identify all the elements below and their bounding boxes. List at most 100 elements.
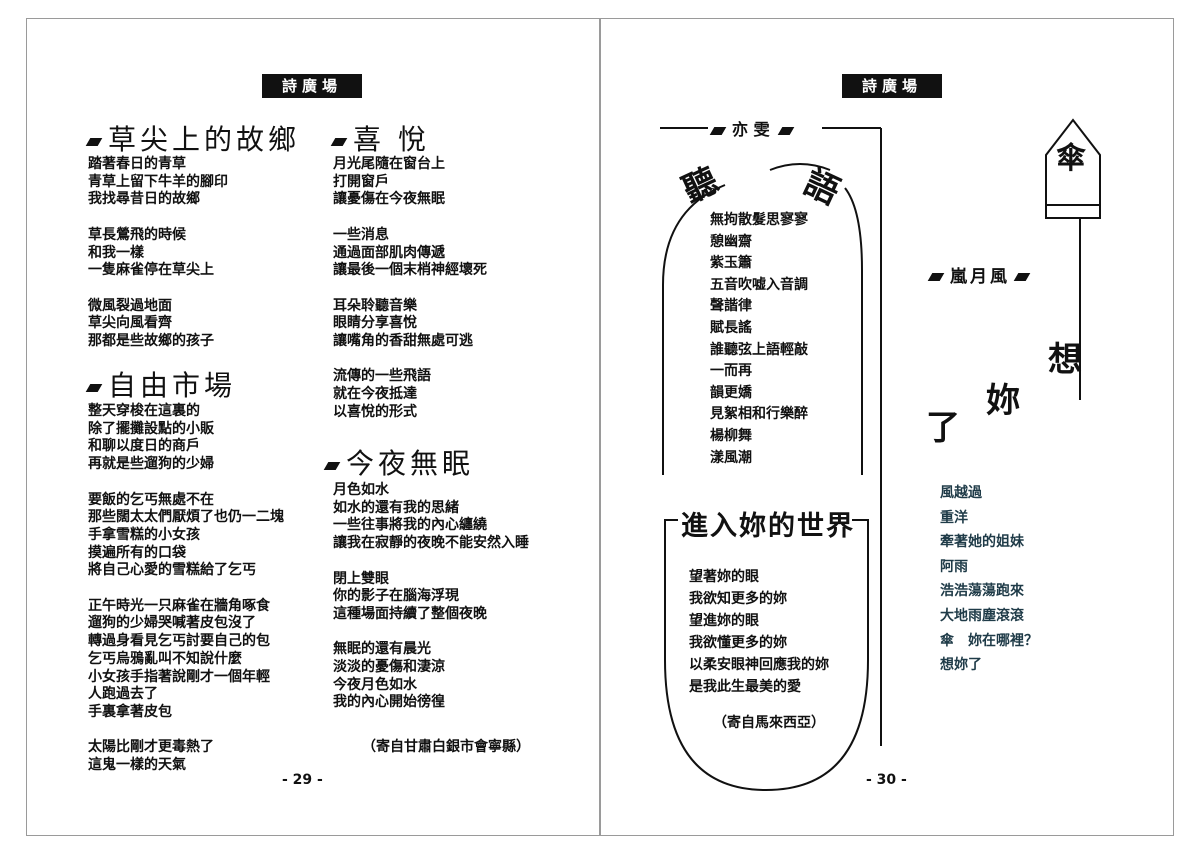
poem-line: 望著妳的眼 [689,569,759,585]
poem-line: 閉上雙眼 [333,570,389,587]
poem-line: 人跑過去了 [88,686,158,703]
author-name: 嵐月風 [950,267,1010,287]
poem-line: 淡淡的憂傷和淒涼 [333,659,445,675]
poem-line: 這鬼一樣的天氣 [88,757,186,774]
poem-line: 青草上留下牛羊的腳印 [88,173,228,190]
stanza: 流傳的一些飛語就在今夜抵達以喜悅的形式 [333,368,487,421]
poem-line: 無眠的還有晨光 [333,641,431,658]
stanza: 無眠的還有晨光淡淡的憂傷和淒涼今夜月色如水我的內心開始徬徨 [333,641,529,712]
poem-line: 我的內心開始徬徨 [333,694,445,711]
stanza: 月光尾隨在窗台上打開窗戶讓憂傷在今夜無眠 [333,156,487,209]
poem-body: 月色如水如水的還有我的思緒一些往事將我的內心纏繞讓我在寂靜的夜晚不能安然入睡閉上… [333,482,529,712]
poem-line: 阿雨 [940,558,968,575]
stanza: 踏著春日的青草青草上留下牛羊的腳印我找尋昔日的故鄉 [88,156,228,209]
poem-source: （寄自甘肅白銀市會寧縣） [362,739,530,755]
poem-line: 轉過身看見乞丐討要自己的包 [88,633,270,650]
poem-line: 見絮相和行樂醉 [710,406,808,423]
poem-line: 再就是些遛狗的少婦 [88,456,214,473]
bullet-mark-icon [777,126,794,135]
poem-line: 我欲知更多的妳 [689,591,787,607]
poem-line: 月光尾隨在窗台上 [333,156,445,172]
poem-line: 通過面部肌肉傳遞 [333,244,445,261]
bullet-mark-icon [323,461,341,470]
poem-line: 那些闊太太們厭煩了也仍一二塊 [88,509,284,526]
poem-line: 是我此生最美的愛 [689,679,801,695]
poem-line: 乞丐烏鴉亂叫不知說什麼 [88,650,242,667]
page-30 [600,18,1174,836]
poem-line: 一些消息 [333,226,389,243]
bullet-mark-icon [927,273,945,281]
poem-line: 重洋 [940,509,968,526]
poem-line: 將自己心愛的雪糕給了乞丐 [88,562,256,579]
poem-body: 整天穿梭在這裏的除了擺攤設點的小販和聊以度日的商戶再就是些遛狗的少婦要飯的乞丐無… [88,403,284,775]
poem-title-text: 草尖上的故鄉 [108,123,301,156]
stanza: 月色如水如水的還有我的思緒一些往事將我的內心纏繞讓我在寂靜的夜晚不能安然入睡 [333,482,529,553]
poem-line: 草尖向風看齊 [88,315,172,332]
poem-line: 一些往事將我的內心纏繞 [333,517,487,534]
poem-body: 踏著春日的青草青草上留下牛羊的腳印我找尋昔日的故鄉草長鶯飛的時候和我一樣一隻麻雀… [88,156,228,351]
poem-line: 踏著春日的青草 [88,156,186,172]
poem-title: 今夜無眠 [323,442,474,482]
stanza: 閉上雙眼你的影子在腦海浮現這種場面持續了整個夜晚 [333,571,529,624]
poem-line: 傘 妳在哪裡？ [940,632,1038,649]
poem-line: 紫玉簫 [710,255,752,272]
poem-line: 大地雨塵滾滾 [940,607,1024,624]
poem-line: 流傳的一些飛語 [333,368,431,385]
poem-body: 望著妳的眼我欲知更多的妳望進妳的眼我欲懂更多的妳以柔安眼神回應我的妳是我此生最美… [689,566,829,698]
poem-line: 要飯的乞丐無處不在 [88,491,214,508]
poem-line: 楊柳舞 [710,427,752,444]
poem-line: 讓嘴角的香甜無處可逃 [333,333,473,349]
poem-line: 以喜悅的形式 [333,403,417,420]
stanza: 草長鶯飛的時候和我一樣一隻麻雀停在草尖上 [88,227,228,280]
author-name: 亦 雯 [732,120,770,139]
poem-line: 就在今夜抵達 [333,386,417,403]
poem-title: 喜 悅 [330,118,430,158]
poem-line: 漾風潮 [710,449,752,466]
poem-body: 月光尾隨在窗台上打開窗戶讓憂傷在今夜無眠一些消息通過面部肌肉傳遞讓最後一個末梢神… [333,156,487,422]
poem-line: 我欲懂更多的妳 [689,635,787,651]
poem-line: 望進妳的眼 [689,613,759,629]
poem-line: 正午時光一只麻雀在牆角啄食 [88,597,270,614]
poem-line: 摸遍所有的口袋 [88,544,186,561]
poem-line: 和聊以度日的商戶 [88,438,200,455]
poem-line: 手裏拿著皮包 [88,703,172,720]
poem-title: 草尖上的故鄉 [85,118,301,158]
poem-body: 風越過重洋牽著她的姐妹阿雨浩浩蕩蕩跑來大地雨塵滾滾傘 妳在哪裡？想妳了 [940,481,1038,678]
poem-line: 除了擺攤設點的小販 [88,420,214,437]
section-banner-left: 詩廣場 [262,74,362,98]
poem-line: 誰聽弦上語輕敲 [710,341,808,358]
poem-title-text: 喜 悅 [353,123,430,156]
poem-line: 遛狗的少婦哭喊著皮包沒了 [88,615,256,632]
subtitle-char: 想 [1048,340,1082,380]
bullet-mark-icon [1013,273,1031,281]
poem-line: 賦長謠 [710,319,752,336]
poem-line: 風越過 [940,485,982,501]
poem-line: 憩幽齋 [710,233,752,250]
poem-line: 一而再 [710,363,752,380]
poem-line: 讓最後一個末梢神經壞死 [333,262,487,279]
poem-line: 你的影子在腦海浮現 [333,588,459,605]
poem-line: 那都是些故鄉的孩子 [88,333,214,349]
stanza: 太陽比剛才更毒熱了這鬼一樣的天氣 [88,739,284,774]
poem-line: 如水的還有我的思緒 [333,499,459,516]
poem-line: 浩浩蕩蕩跑來 [940,583,1024,600]
poem-line: 聲諧律 [710,298,752,315]
stanza: 耳朵聆聽音樂眼睛分享喜悅讓嘴角的香甜無處可逃 [333,298,487,351]
bullet-mark-icon [85,137,103,146]
author-heading: 亦 雯 [709,116,800,140]
poem-line: 這種場面持續了整個夜晚 [333,605,487,622]
stanza: 整天穿梭在這裏的除了擺攤設點的小販和聊以度日的商戶再就是些遛狗的少婦 [88,403,284,474]
poem-line: 我找尋昔日的故鄉 [88,191,200,208]
poem-source: （寄自馬來西亞） [713,715,825,731]
subtitle-char: 了 [926,408,960,448]
poem-line: 韻更嬌 [710,384,752,401]
bullet-mark-icon [330,137,348,146]
poem-title: 進入妳的世界 [681,511,855,542]
poem-line: 月色如水 [333,482,389,498]
poem-body: 無拘散髮思寥寥憩幽齋紫玉簫五音吹嘘入音調聲諧律賦長謠誰聽弦上語輕敲一而再韻更嬌見… [710,210,808,469]
stanza: 要飯的乞丐無處不在那些闊太太們厭煩了也仍一二塊手拿雪糕的小女孩摸遍所有的口袋將自… [88,492,284,581]
poem-line: 讓憂傷在今夜無眠 [333,191,445,208]
stanza: 微風裂過地面草尖向風看齊那都是些故鄉的孩子 [88,298,228,351]
poem-title-text: 自由市場 [108,369,237,402]
